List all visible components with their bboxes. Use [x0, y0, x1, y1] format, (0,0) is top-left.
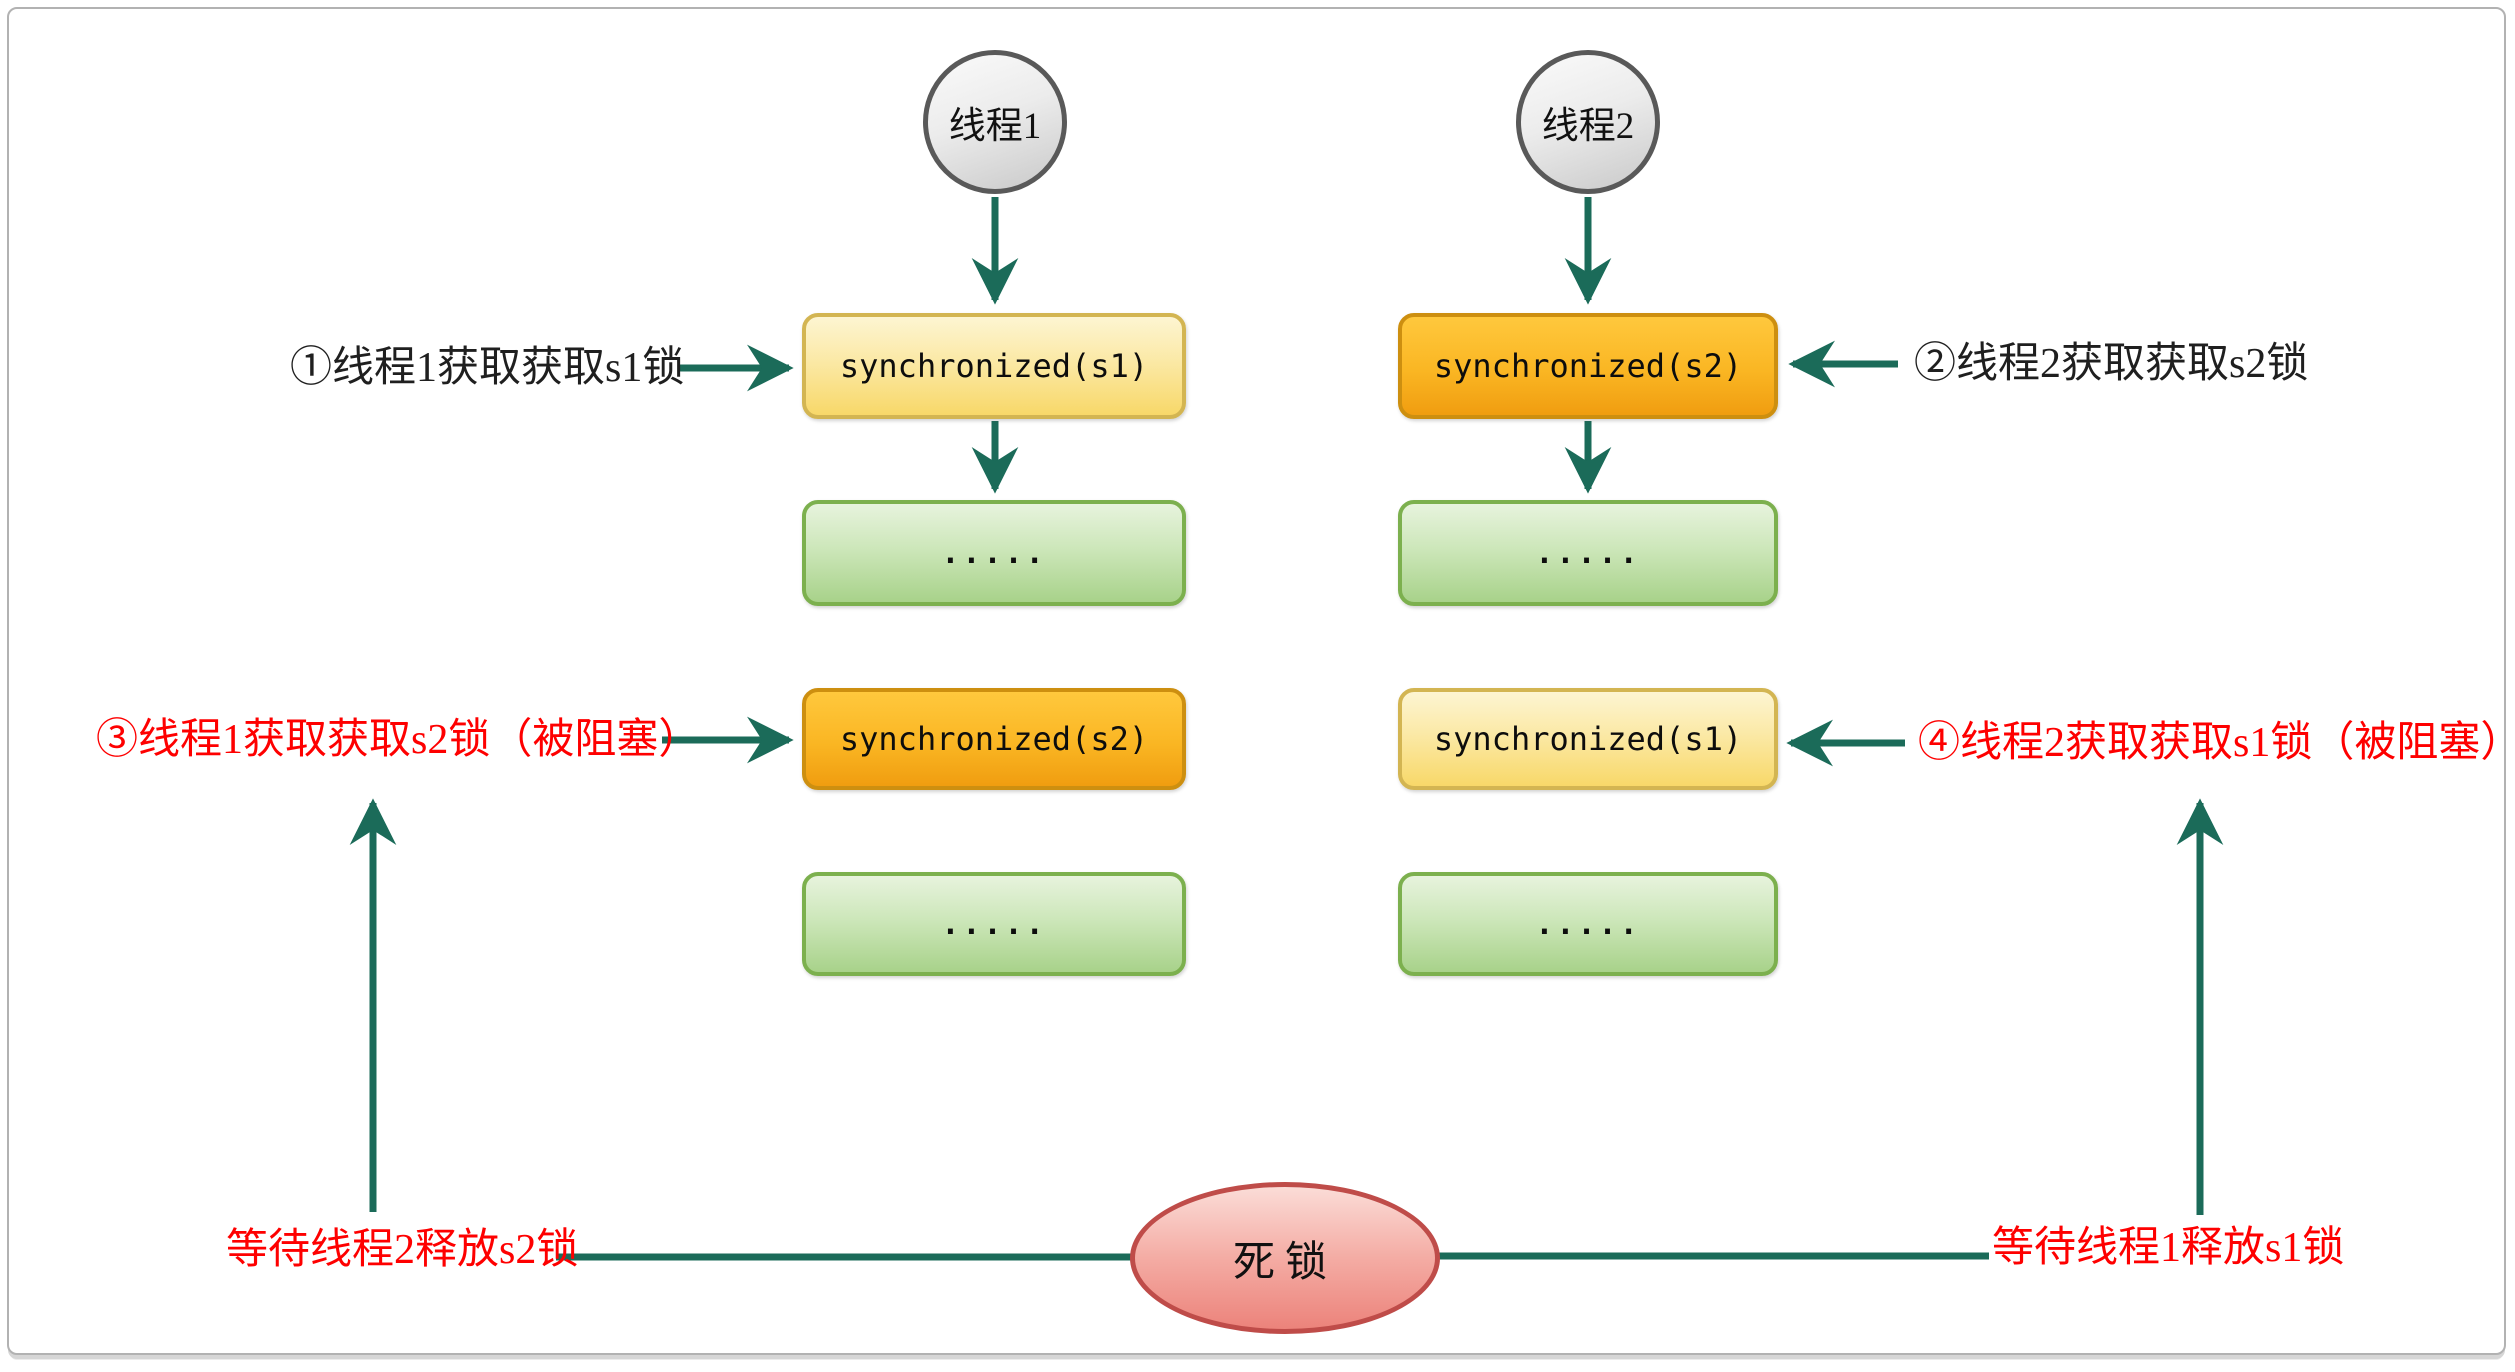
thread2-dots-1: .....	[1535, 535, 1641, 571]
thread1-sync-s1-label: synchronized(s1)	[839, 347, 1149, 385]
annotation-step3: ③线程1获取获取s2锁（被阻塞）	[96, 717, 701, 763]
thread2-sync-s1-box: synchronized(s1)	[1398, 688, 1778, 790]
thread1-sync-s1-box: synchronized(s1)	[802, 313, 1186, 419]
deadlock-ellipse: 死锁	[1130, 1182, 1440, 1334]
thread2-code-block-1: .....	[1398, 500, 1778, 606]
annotation-step2: ②线程2获取获取s2锁	[1914, 341, 2309, 387]
page-border-frame	[7, 7, 2506, 1355]
thread2-sync-s1-label: synchronized(s1)	[1433, 720, 1743, 758]
thread2-sync-s2-label: synchronized(s2)	[1433, 347, 1743, 385]
annotation-step1: ①线程1获取获取s1锁	[290, 345, 685, 391]
thread1-dots-1: .....	[941, 535, 1047, 571]
thread1-label: 线程1	[948, 106, 1042, 147]
thread1-code-block-1: .....	[802, 500, 1186, 606]
thread2-label: 线程2	[1541, 106, 1635, 147]
thread1-dots-2: .....	[941, 906, 1047, 942]
annotation-step4: ④线程2获取获取s1锁（被阻塞）	[1918, 720, 2515, 766]
annotation-wait-left: 等待线程2释放s2锁	[226, 1227, 579, 1273]
thread2-code-block-2: .....	[1398, 872, 1778, 976]
thread1-sync-s2-label: synchronized(s2)	[839, 720, 1149, 758]
thread1-code-block-2: .....	[802, 872, 1186, 976]
deadlock-label: 死锁	[1232, 1239, 1337, 1286]
thread1-sync-s2-box: synchronized(s2)	[802, 688, 1186, 790]
thread2-dots-2: .....	[1535, 906, 1641, 942]
thread2-sync-s2-box: synchronized(s2)	[1398, 313, 1778, 419]
thread2-circle: 线程2	[1516, 50, 1660, 194]
thread1-circle: 线程1	[923, 50, 1067, 194]
annotation-wait-right: 等待线程1释放s1锁	[1992, 1225, 2345, 1271]
